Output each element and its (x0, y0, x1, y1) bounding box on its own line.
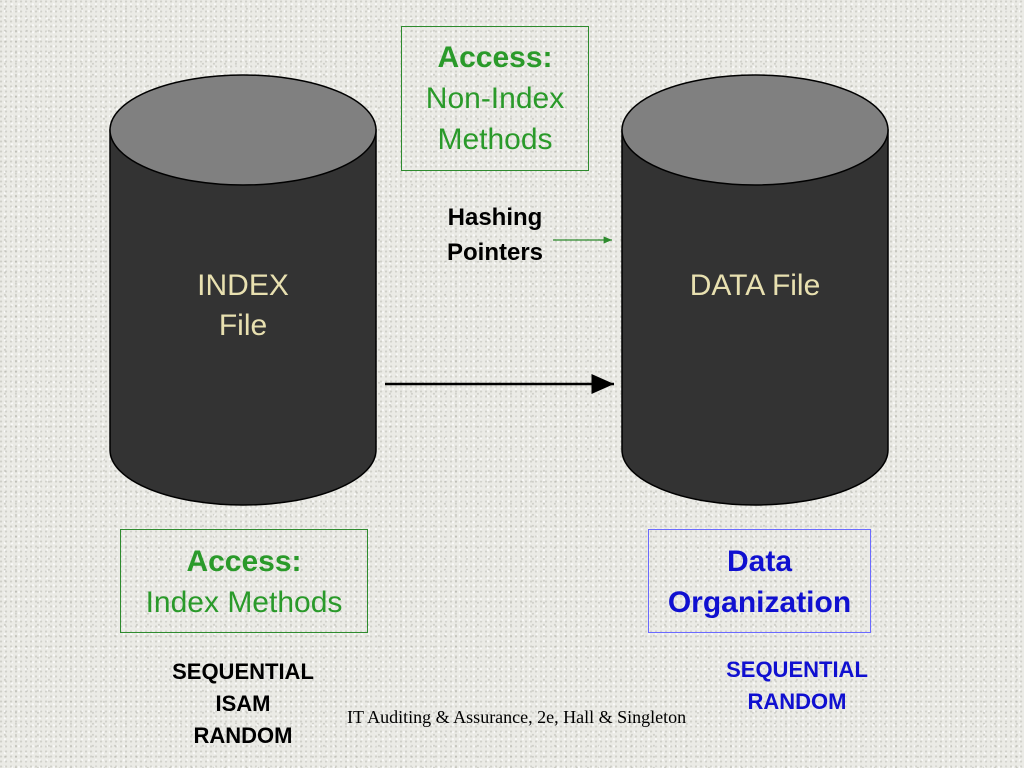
hashing-pointers-label: Hashing Pointers (446, 204, 544, 266)
access-index-subtitle: Index Methods (145, 586, 343, 619)
index-file-cylinder (109, 74, 377, 506)
data-organization-box: Data Organization (648, 529, 871, 633)
footer-citation: IT Auditing & Assurance, 2e, Hall & Sing… (347, 707, 687, 727)
index-file-label: INDEX File (197, 269, 289, 342)
access-non-index-title: Access: (437, 41, 553, 74)
data-file-label: DATA File (689, 269, 821, 302)
access-non-index-subtitle: Non-Index Methods (425, 82, 565, 156)
access-non-index-box: Access: Non-Index Methods (401, 26, 589, 171)
access-index-title: Access: (186, 545, 302, 578)
data-organization-title: Data Organization (667, 545, 852, 619)
index-access-method-list: SEQUENTIAL ISAM RANDOM (172, 659, 314, 748)
data-organization-method-list: SEQUENTIAL RANDOM (726, 657, 868, 714)
data-file-cylinder (621, 74, 889, 506)
access-index-box: Access: Index Methods (120, 529, 368, 633)
